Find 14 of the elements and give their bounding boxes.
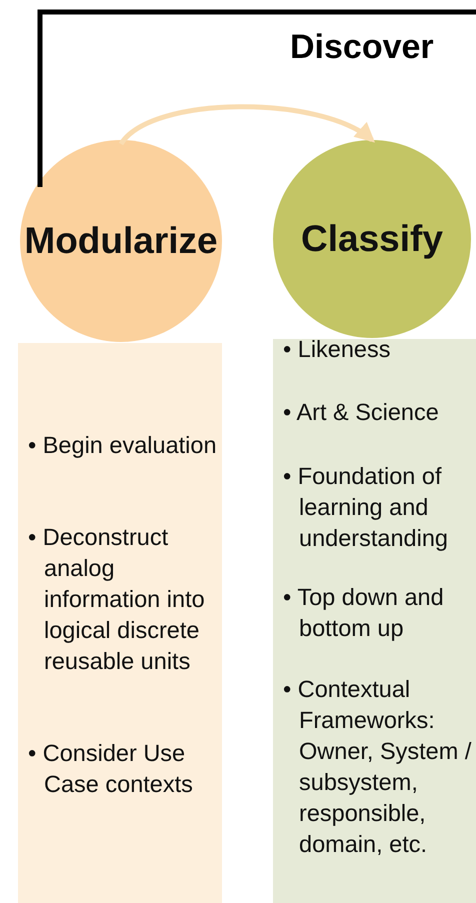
list-item: • Top down and bottom up (283, 583, 445, 643)
circle-title: Classify (301, 218, 443, 260)
list-item: • Deconstruct analog information into logical discrete reusable units (28, 523, 206, 676)
heading: Discover (290, 28, 434, 67)
text-panel (273, 339, 476, 903)
list-item: • Begin evaluation (28, 431, 218, 460)
list-item: • Likeness (283, 335, 392, 364)
list-item: • Foundation of learning and understanding (283, 462, 449, 553)
list-item: • Contextual Frameworks: Owner, System / subsystem, responsible, domain, etc. (283, 675, 472, 859)
list-item: • Art & Science (283, 398, 440, 427)
list-item: • Consider Use Case contexts (28, 739, 194, 799)
text-panel (18, 343, 222, 903)
circle-title: Modularize (24, 220, 218, 262)
curved-arrow (119, 104, 376, 146)
